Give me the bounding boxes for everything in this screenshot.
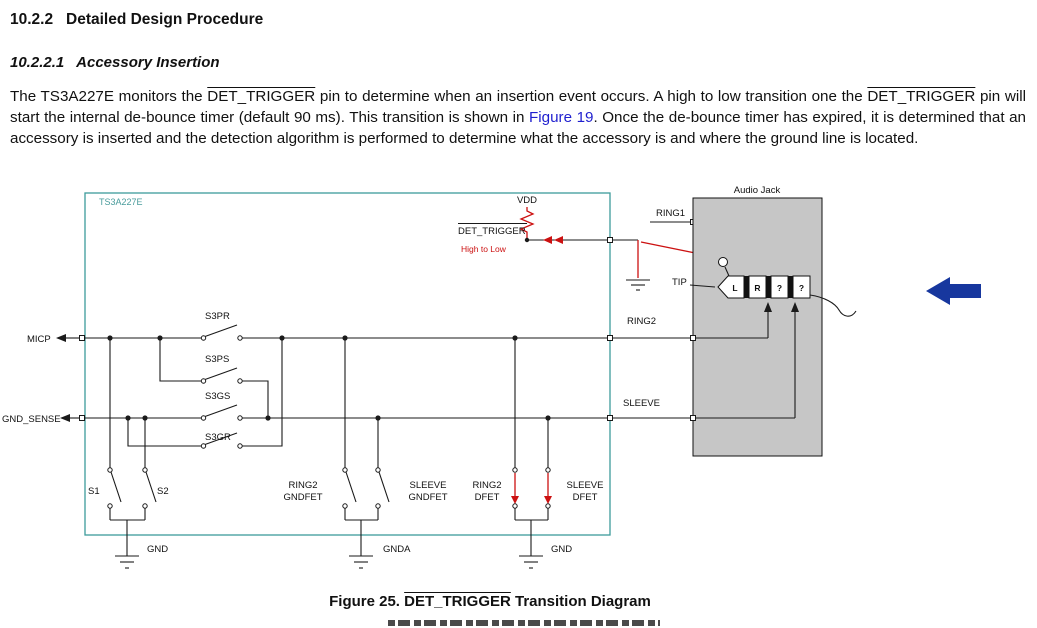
gndfet-branch: RING2 GNDFET SLEEVE GNDFET GNDA (283, 338, 448, 569)
micp-pin: MICP (27, 334, 85, 345)
caption-suffix: Transition Diagram (510, 593, 651, 610)
audio-jack-label: Audio Jack (734, 185, 781, 196)
gnd-right-label: GND (551, 544, 572, 555)
ring2-dfet-label: RING2 (472, 480, 501, 491)
det-trigger-net: VDD DET_TRIGGER High to Low (458, 195, 718, 291)
plug-segment-q2: ? (799, 283, 804, 293)
audio-plug: L R ? ? (717, 275, 857, 317)
gnd-sense-label: GND_SENSE (2, 414, 61, 425)
blue-pointer-arrow-icon (926, 277, 981, 305)
ring2-gndfet-label: GNDFET (283, 492, 322, 503)
s3ps-label: S3PS (205, 354, 229, 365)
paragraph-text: pin to determine when an insertion event… (315, 88, 868, 105)
plug-segment-R: R (754, 283, 760, 293)
ground-symbol-gnda (349, 555, 373, 569)
ring2-label: RING2 (627, 316, 656, 327)
s1-s2-branch: S1 S2 GND (88, 338, 169, 569)
high-to-low-arrow-icon (554, 236, 563, 244)
audio-jack: Audio Jack TIP L R ? ? (672, 185, 857, 457)
dfet-branch: RING2 DFET SLEEVE DFET GND (472, 338, 604, 569)
jack-contact-arrows (695, 302, 799, 419)
gnd-sense-arrow-icon (60, 414, 70, 422)
det-trigger-overline-text: DET_TRIGGER (207, 88, 316, 105)
sleeve-dfet-label: DFET (573, 492, 598, 503)
plug-segment-q1: ? (777, 283, 782, 293)
caption-prefix: Figure 25. (329, 593, 405, 610)
plug-segment-L: L (732, 283, 737, 293)
section-heading: 10.2.2 Detailed Design Procedure (10, 11, 264, 28)
gnd-sense-pin: GND_SENSE (2, 414, 85, 425)
gnda-label: GNDA (383, 544, 411, 555)
ring1-net: RING1 (650, 208, 696, 225)
det-trigger-label: DET_TRIGGER (458, 226, 526, 237)
micp-arrow-icon (56, 334, 66, 342)
chip-outline: TS3A227E (84, 192, 611, 536)
gnd-left-label: GND (147, 544, 168, 555)
det-trigger-overline-text: DET_TRIGGER (867, 88, 976, 105)
sleeve-gndfet-label: SLEEVE (410, 480, 447, 491)
switch-matrix: S3PR S3PS S3GS S3GR (84, 311, 608, 449)
ring2-dfet-arrow-icon (511, 496, 519, 504)
ring1-label: RING1 (656, 208, 685, 219)
high-to-low-arrow-icon (543, 236, 552, 244)
ground-symbol-gnd-right (519, 555, 543, 569)
body-paragraph: The TS3A227E monitors the DET_TRIGGER pi… (10, 86, 1026, 149)
vdd-label: VDD (517, 195, 537, 206)
sleeve-gndfet-label: GNDFET (408, 492, 447, 503)
high-to-low-label: High to Low (461, 244, 507, 254)
subsection-heading: 10.2.2.1 Accessory Insertion (10, 54, 220, 71)
tip-contact-icon (718, 257, 728, 267)
ring2-contact-arrow-icon (764, 302, 772, 312)
ground-symbol-gnd-left (115, 555, 139, 569)
sleeve-dfet-label: SLEEVE (567, 480, 604, 491)
tip-label: TIP (672, 277, 687, 288)
s1-label: S1 (88, 486, 100, 497)
ring2-dfet-label: DFET (475, 492, 500, 503)
s3gr-label: S3GR (205, 432, 231, 443)
caption-det-trigger: DET_TRIGGER (404, 593, 511, 610)
chip-label: TS3A227E (99, 197, 143, 207)
paragraph-text: . Once the de-bounce timer has expired, … (10, 109, 1026, 147)
paragraph-text: pin will start the internal de-bounce ti… (10, 88, 1026, 126)
sleeve-label: SLEEVE (623, 398, 660, 409)
sleeve-contact-arrow-icon (791, 302, 799, 312)
paragraph-text: The TS3A227E monitors the (10, 88, 208, 105)
sleeve-net: SLEEVE (607, 398, 696, 421)
s3gs-label: S3GS (205, 391, 230, 402)
ring2-gndfet-label: RING2 (288, 480, 317, 491)
ground-symbol-tip (626, 279, 650, 291)
ring2-net: RING2 (607, 316, 696, 341)
plug-cable (809, 294, 857, 317)
s2-label: S2 (157, 486, 169, 497)
bottom-cutoff-text (388, 620, 660, 626)
sleeve-dfet-arrow-icon (544, 496, 552, 504)
micp-label: MICP (27, 334, 51, 345)
figure-19-link[interactable]: Figure 19 (528, 109, 594, 126)
s3pr-label: S3PR (205, 311, 230, 322)
figure-caption: Figure 25. DET_TRIGGER Transition Diagra… (0, 593, 980, 610)
